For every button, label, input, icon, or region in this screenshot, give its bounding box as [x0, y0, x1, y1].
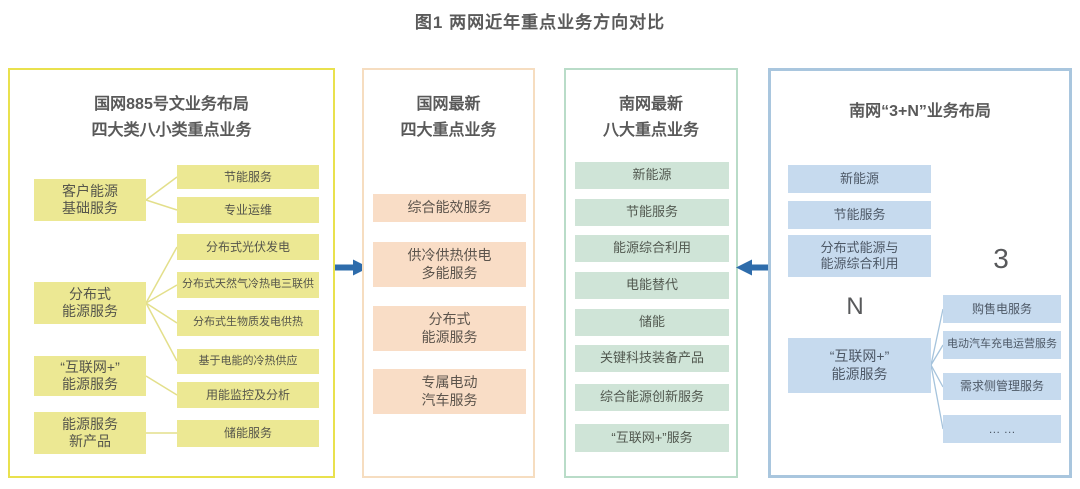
item-professional-o-and-m: 专业运维 [177, 197, 319, 223]
n-item-demand-side-management-service: 需求侧管理服务 [943, 373, 1061, 400]
item-energy-saving-service: 节能服务 [575, 199, 729, 226]
label-n: N [846, 293, 864, 320]
n-item-ellipsis-more: … … [943, 415, 1061, 443]
label-three: 3 [993, 243, 1009, 274]
item-new-energy: 新能源 [575, 162, 729, 189]
n-item-ev-charging-operation-service: 电动汽车充电运营服务 [943, 331, 1061, 359]
panel-nanwang-latest: 南网最新 八大重点业务 新能源 节能服务 能源综合利用 电能替代 储能 关键科技… [564, 68, 738, 478]
item-energy-storage: 储能 [575, 309, 729, 336]
item-integrated-energy-innovation-services: 综合能源创新服务 [575, 384, 729, 411]
item-internet-plus-services: “互联网+”服务 [575, 424, 729, 452]
panel-guowang-885: 国网885号文业务布局 四大类八小类重点业务 客户能源 基础服务 分布式 能源服… [8, 68, 335, 478]
category-distributed-energy-services: 分布式 能源服务 [34, 282, 146, 324]
item-integrated-energy-efficiency-service: 综合能效服务 [373, 194, 526, 222]
item-distributed-energy-services: 分布式 能源服务 [373, 306, 526, 351]
panel-guowang-885-title: 国网885号文业务布局 四大类八小类重点业务 [91, 96, 252, 139]
panel-nanwang-latest-title: 南网最新 八大重点业务 [602, 96, 699, 139]
item-dedicated-ev-services: 专属电动 汽车服务 [373, 369, 526, 414]
item-comprehensive-energy-utilization: 能源综合利用 [575, 235, 729, 262]
core-item-energy-saving-service: 节能服务 [788, 201, 931, 229]
category-customer-energy-basic-services: 客户能源 基础服务 [34, 179, 146, 221]
category-new-energy-service-products: 能源服务 新产品 [34, 412, 146, 454]
item-key-technology-equipment-products: 关键科技装备产品 [575, 345, 729, 372]
item-electric-heating-cooling: 基于电能的冷热供应 [177, 349, 319, 374]
flow-arrow-right-icon [335, 259, 369, 276]
figure-title: 图1 两网近年重点业务方向对比 [414, 13, 666, 32]
item-distributed-biomass-heat-power: 分布式生物质发电供热 [177, 310, 319, 336]
item-multi-energy-cooling-heating-power: 供冷供热供电 多能服务 [373, 242, 526, 287]
core-item-new-energy: 新能源 [788, 165, 931, 193]
panel-guowang-latest: 国网最新 四大重点业务 综合能效服务 供冷供热供电 多能服务 分布式 能源服务 … [362, 68, 535, 478]
panel-guowang-latest-title: 国网最新 四大重点业务 [400, 96, 497, 139]
item-energy-monitoring-analysis: 用能监控及分析 [177, 382, 319, 408]
n-item-electricity-purchase-sale-service: 购售电服务 [943, 295, 1061, 323]
panel-nanwang-3n: 南网“3+N”业务布局 新能源 节能服务 分布式能源与 能源综合利用 3 N “… [768, 68, 1072, 478]
core-item-internet-plus-energy-services: “互联网+” 能源服务 [788, 338, 931, 393]
item-distributed-gas-cchp: 分布式天然气冷热电三联供 [177, 272, 319, 298]
item-energy-storage-service: 储能服务 [177, 420, 319, 447]
item-electric-energy-substitution: 电能替代 [575, 272, 729, 299]
category-internet-plus-energy-services: “互联网+” 能源服务 [34, 356, 146, 396]
panel-nanwang-3n-title: 南网“3+N”业务布局 [849, 103, 991, 120]
core-item-distributed-and-comprehensive-energy: 分布式能源与 能源综合利用 [788, 235, 931, 277]
item-distributed-pv-generation: 分布式光伏发电 [177, 234, 319, 260]
item-energy-saving-service: 节能服务 [177, 165, 319, 189]
flow-arrow-left-icon [736, 259, 770, 276]
